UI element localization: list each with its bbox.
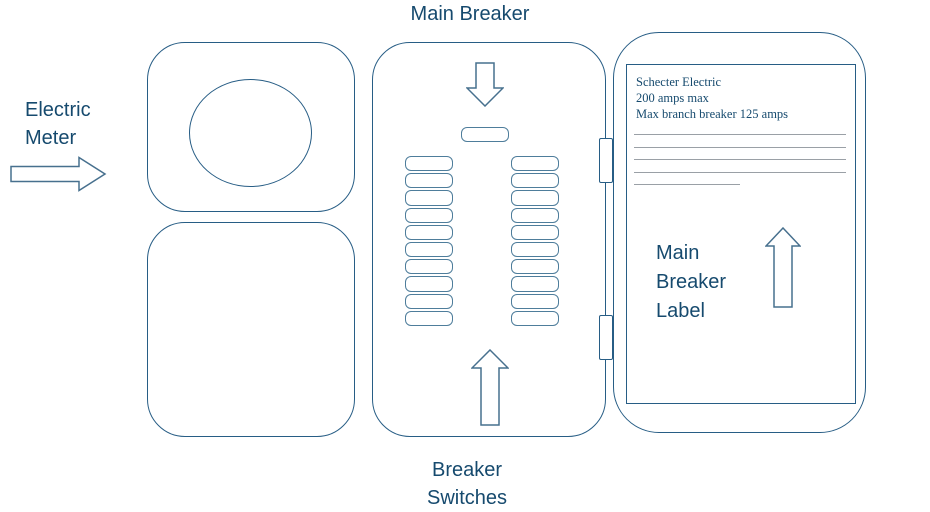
hinge-bottom bbox=[599, 315, 613, 360]
breaker-switches-title-line2: Switches bbox=[426, 487, 508, 509]
breaker-switch bbox=[511, 241, 559, 258]
breaker-column-left bbox=[405, 156, 453, 326]
breaker-switch bbox=[511, 293, 559, 309]
breaker-switch bbox=[511, 156, 559, 172]
lower-blank-panel bbox=[147, 222, 355, 437]
breaker-panel bbox=[372, 42, 606, 437]
main-breaker-label-title-line2: Breaker bbox=[656, 271, 727, 293]
main-breaker-label-title-line1: Main bbox=[656, 242, 700, 264]
hinge-top bbox=[599, 138, 613, 183]
breaker-switch bbox=[405, 276, 453, 292]
panel-door: Schecter Electric 200 amps max Max branc… bbox=[613, 32, 866, 433]
breaker-switch bbox=[405, 259, 453, 275]
breaker-switch bbox=[405, 173, 453, 189]
main-breaker-title: Main Breaker bbox=[410, 3, 530, 25]
label-text-line2: 200 amps max bbox=[636, 91, 709, 105]
breaker-switch bbox=[511, 173, 559, 189]
main-breaker-switch bbox=[461, 127, 509, 143]
breaker-switch bbox=[405, 241, 453, 258]
ruled-line bbox=[634, 134, 846, 135]
label-text-line1: Schecter Electric bbox=[636, 75, 722, 89]
label-ruled-lines-full bbox=[634, 134, 846, 173]
ruled-line-short bbox=[634, 184, 740, 186]
breaker-switch bbox=[405, 224, 453, 241]
breaker-switch bbox=[511, 259, 559, 275]
main-breaker-label-title-line3: Label bbox=[656, 300, 705, 322]
breaker-switches-title-line1: Breaker bbox=[431, 459, 503, 481]
main-breaker-label-title: Main Breaker Label bbox=[656, 239, 726, 326]
breaker-switch bbox=[511, 207, 559, 223]
arrow-right-icon bbox=[10, 156, 107, 192]
label-ruled-lines-short bbox=[634, 184, 846, 186]
label-text-line3: Max branch breaker 125 amps bbox=[636, 107, 789, 121]
electric-meter-box bbox=[147, 42, 355, 212]
label-text: Schecter Electric 200 amps max Max branc… bbox=[636, 74, 788, 122]
breaker-column-right bbox=[511, 156, 559, 326]
breaker-switch bbox=[511, 276, 559, 292]
electric-meter-title-line2: Meter bbox=[25, 127, 77, 149]
breaker-switch bbox=[405, 310, 453, 326]
ruled-line bbox=[634, 146, 846, 148]
breaker-switches-title: Breaker Switches bbox=[372, 456, 562, 512]
electric-meter-title-line1: Electric bbox=[25, 99, 91, 121]
meter-dial bbox=[189, 79, 312, 187]
arrow-up-icon bbox=[765, 227, 801, 308]
breaker-switch bbox=[511, 190, 559, 206]
breaker-switch bbox=[405, 156, 453, 172]
label-ruled-lines bbox=[634, 134, 846, 197]
breaker-switch bbox=[405, 190, 453, 206]
ruled-line bbox=[634, 159, 846, 161]
ruled-line bbox=[634, 171, 846, 173]
arrow-down-icon bbox=[466, 62, 504, 107]
breaker-switch bbox=[511, 224, 559, 241]
main-breaker-label-card: Schecter Electric 200 amps max Max branc… bbox=[626, 64, 856, 404]
breaker-switch bbox=[511, 310, 559, 326]
breaker-switch bbox=[405, 293, 453, 309]
breaker-switch bbox=[405, 207, 453, 223]
electric-meter-title: Electric Meter bbox=[25, 96, 91, 152]
arrow-up-icon bbox=[471, 349, 509, 426]
